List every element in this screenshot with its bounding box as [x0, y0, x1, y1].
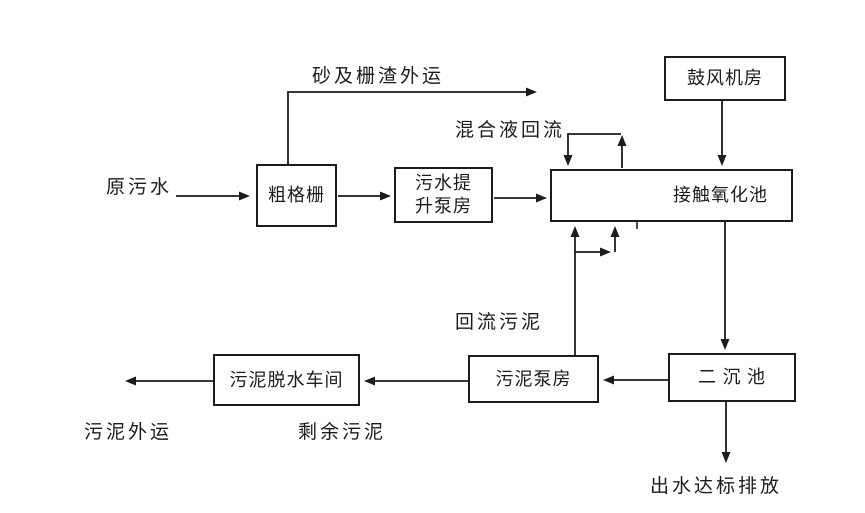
node-sludge-pump-house: 污泥泵房	[468, 355, 599, 403]
label-excess-sludge: 剩余污泥	[298, 422, 387, 443]
label-effluent-discharge: 出水达标排放	[650, 476, 783, 497]
edge-return-sludge-main-line-arrowhead	[570, 226, 580, 237]
node-contact-oxidation-tank: 接触氧化池	[550, 169, 793, 222]
edge-dewatering-to-out-arrowhead	[125, 376, 136, 386]
node-blower-room: 鼓风机房	[664, 56, 786, 101]
edge-sludge-pump-to-dewatering-arrowhead	[364, 376, 375, 386]
edge-secondary-to-sludge-pump-arrowhead	[603, 375, 614, 385]
node-coarse-screen: 粗格栅	[256, 164, 337, 227]
edge-mixed-liquor-return-line-arrowhead	[563, 155, 573, 166]
edge-mixed-liquor-return-line	[567, 133, 621, 160]
edge-blower-to-tank-arrowhead	[717, 155, 727, 166]
edge-return-sludge-branch-v-arrowhead	[610, 226, 620, 237]
edge-raw-sewage-to-coarse-screen-arrowhead	[239, 191, 250, 201]
node-sewage-lift-pump-house: 污水提 升泵房	[394, 167, 493, 223]
label-mixed-liquor-return: 混合液回流	[455, 120, 566, 141]
edge-return-sludge-branch-h-arrowhead	[600, 247, 611, 257]
node-secondary-sedimentation-tank: 二 沉 池	[668, 353, 796, 402]
label-sand-and-screenings-out: 砂及栅渣外运	[312, 66, 445, 87]
node-sludge-dewatering-workshop: 污泥脱水车间	[213, 354, 360, 406]
edge-tank-to-secondary-tank-arrowhead	[720, 339, 730, 350]
edge-coarse-screen-to-lift-pump-arrowhead	[380, 191, 391, 201]
label-return-sludge: 回流污泥	[455, 312, 544, 333]
edge-secondary-to-discharge-arrowhead	[721, 452, 731, 463]
edge-mixed-liquor-up-line-arrowhead	[617, 135, 627, 146]
label-raw-sewage: 原污水	[106, 177, 173, 198]
edge-screenings-removal-line-arrowhead	[526, 87, 537, 97]
edge-lift-pump-to-tank-arrowhead	[536, 193, 547, 203]
label-sludge-transport-out: 污泥外运	[84, 422, 173, 443]
edge-screenings-removal-line	[287, 91, 531, 164]
